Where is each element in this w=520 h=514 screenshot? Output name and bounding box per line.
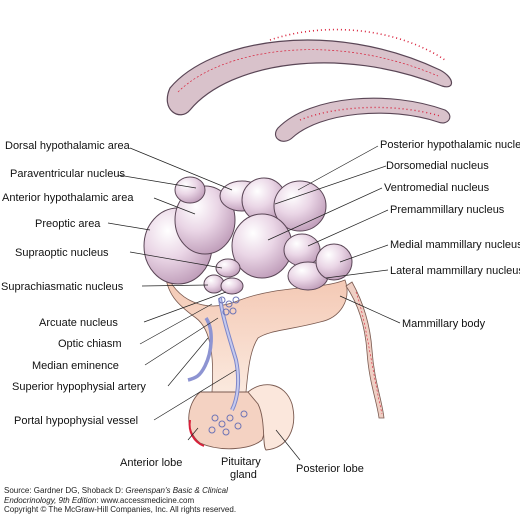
source-credit: Source: Gardner DG, Shoback D: Greenspan… [4, 486, 228, 495]
medial-mammillary-nucleus-shape [315, 243, 353, 281]
supraoptic-nucleus-shape [215, 258, 241, 278]
label-portal-hypophysial-vessel: Portal hypophysial vessel [14, 415, 138, 427]
label-lateral-mammillary-nucleus: Lateral mammillary nucleus [390, 265, 520, 277]
ventromedial-nucleus-shape [231, 213, 293, 279]
leader-lines [107, 145, 401, 461]
mammillary-stalk [345, 281, 385, 419]
arcuate-nucleus-shape [220, 277, 244, 295]
hypothalamic-floor [164, 269, 348, 393]
label-ventromedial-nucleus: Ventromedial nucleus [384, 182, 490, 194]
label-premammillary-nucleus: Premammillary nucleus [390, 204, 505, 216]
label-medial-mammillary-nucleus: Medial mammillary nucleus [390, 239, 520, 251]
source-credit-line2: Endocrinology, 9th Edition: www.accessme… [4, 496, 194, 505]
label-preoptic-area: Preoptic area [35, 218, 101, 230]
label-mammillary-body: Mammillary body [402, 318, 486, 330]
label-pituitary-gland-2: gland [230, 469, 257, 481]
hypothalamic-nuclei [143, 176, 353, 295]
label-median-eminence: Median eminence [32, 360, 119, 372]
label-anterior-lobe: Anterior lobe [120, 457, 182, 469]
label-dorsomedial-nucleus: Dorsomedial nucleus [386, 160, 489, 172]
label-posterior-hypothalamic-nucleus: Posterior hypothalamic nucleus [380, 139, 520, 151]
posterior-hypothalamic-nucleus-shape [273, 180, 327, 232]
source-suffix: : www.accessmedicine.com [96, 496, 195, 505]
portal-vessels [208, 296, 248, 436]
label-pituitary-gland-1: Pituitary [221, 456, 261, 468]
pituitary-gland [188, 384, 295, 451]
label-dorsal-hypothalamic-area: Dorsal hypothalamic area [5, 140, 131, 152]
label-posterior-lobe: Posterior lobe [296, 463, 364, 475]
label-suprachiasmatic-nucleus: Suprachiasmatic nucleus [1, 281, 124, 293]
label-arcuate-nucleus: Arcuate nucleus [39, 317, 118, 329]
superior-hypophysial-artery [187, 317, 213, 382]
fornix [275, 97, 451, 142]
paraventricular-nucleus-shape [174, 176, 206, 204]
label-anterior-hypothalamic-area: Anterior hypothalamic area [2, 192, 134, 204]
label-paraventricular-nucleus: Paraventricular nucleus [10, 168, 125, 180]
source-prefix: Source: Gardner DG, Shoback D: [4, 486, 126, 495]
source-title: Greenspan's Basic & Clinical [125, 486, 228, 495]
label-supraoptic-nucleus: Supraoptic nucleus [15, 247, 109, 259]
copyright-notice: Copyright © The McGraw-Hill Companies, I… [4, 505, 237, 514]
source-title-2: Endocrinology, 9th Edition [4, 496, 97, 505]
label-optic-chiasm: Optic chiasm [58, 338, 122, 350]
premammillary-nucleus-shape [283, 233, 321, 267]
corpus-callosum [166, 28, 453, 116]
label-superior-hypophysial-artery: Superior hypophysial artery [12, 381, 146, 393]
